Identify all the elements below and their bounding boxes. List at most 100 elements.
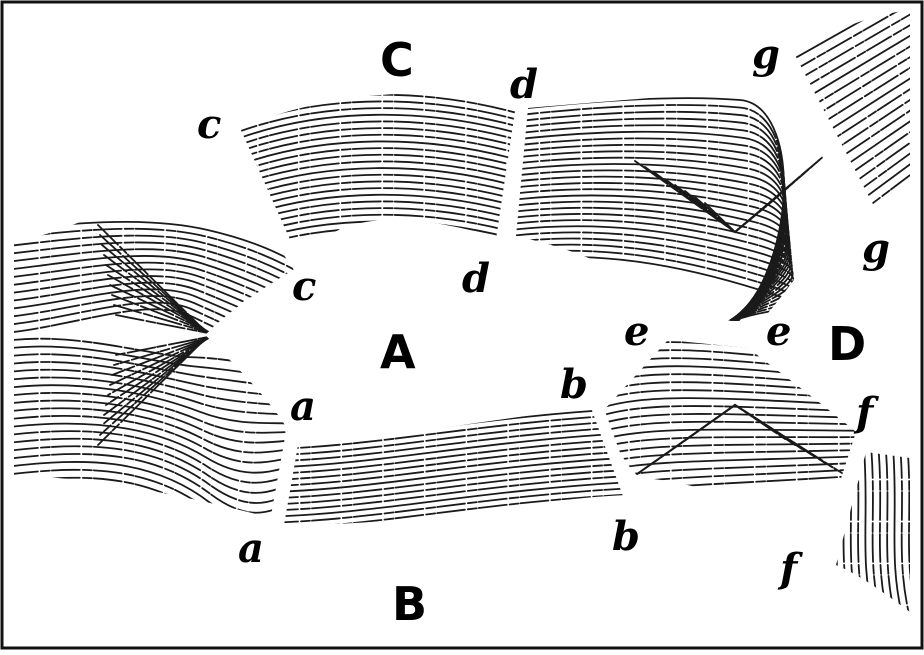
boundary-b-gap (590, 401, 636, 501)
fiber-line (240, 147, 520, 176)
boundary-a-gap (270, 430, 298, 524)
region-label-B: B (392, 577, 427, 631)
fiber-line (240, 133, 520, 163)
fiber-line (240, 167, 520, 196)
fiber-line (516, 219, 793, 322)
fiber-line (14, 468, 296, 518)
fiber-line (284, 492, 626, 525)
boundary-label-f-bottom: f (777, 545, 803, 592)
fiber-line (516, 188, 790, 322)
fiber-line (604, 442, 856, 457)
boundary-g-gap (784, 59, 876, 215)
fiber-line (14, 275, 296, 334)
fiber-line (795, 10, 910, 63)
fiber-line (795, 10, 910, 74)
fiber-line (516, 243, 796, 322)
fiber-line (516, 256, 797, 322)
boundary-c-gap (213, 144, 305, 272)
fiber-line (516, 249, 797, 322)
fiber-line (674, 403, 796, 449)
fiber-line (284, 450, 626, 487)
fiber-line (516, 169, 789, 322)
boundary-label-a-top: a (290, 383, 316, 430)
fiber-line (14, 407, 296, 454)
fiber-line (284, 480, 626, 518)
boundary-f-gap (826, 438, 866, 527)
fiber-line (240, 107, 520, 136)
fiber-line (284, 419, 626, 457)
fiber-line (516, 225, 794, 322)
fiber-line (795, 10, 910, 53)
fiber-line (604, 405, 856, 417)
boundary-label-c-bottom: c (292, 263, 316, 310)
fiber-line (284, 443, 626, 481)
fiber-line (14, 234, 296, 287)
fiber-line (284, 474, 626, 512)
fiber-line (284, 413, 626, 451)
fiber-line (240, 153, 520, 183)
fiber-line (795, 12, 910, 95)
fiber-line (624, 403, 846, 484)
lower-fiber-bundle-B (284, 408, 626, 525)
fiber-line (14, 484, 296, 518)
boundary-label-d-bottom: d (462, 255, 490, 302)
fiber-line (240, 113, 520, 143)
fiber-line (604, 428, 856, 441)
fiber-line (795, 10, 910, 42)
fiber-line (516, 182, 790, 322)
fiber-line (14, 295, 296, 358)
fiber-line (797, 33, 910, 116)
fiber-line (795, 10, 910, 84)
boundary-label-g-top: g (752, 31, 780, 78)
fiber-line (823, 159, 910, 210)
fiber-line (604, 436, 856, 449)
fiber-line (14, 392, 296, 437)
fiber-line (604, 413, 856, 425)
fiber-line (516, 237, 795, 322)
fiber-line (795, 22, 910, 105)
fiber-line (821, 148, 910, 210)
boundary-label-e-right: e (766, 308, 791, 355)
fiber-line (240, 120, 520, 150)
boundary-label-g-bottom: g (862, 225, 890, 272)
fiber-line (634, 151, 829, 234)
fiber-line (516, 200, 791, 322)
fiber-line (604, 474, 856, 496)
fiber-line (240, 140, 520, 170)
fiber-line (516, 156, 788, 322)
fiber-line (892, 452, 905, 612)
boundary-label-e-left: e (624, 308, 649, 355)
fiber-line (516, 143, 787, 322)
fiber-line (14, 476, 296, 518)
fiber-line (604, 420, 856, 433)
fiber-line (14, 399, 296, 445)
fiber-line (240, 127, 520, 156)
boundary-label-b-top: b (560, 361, 588, 408)
fiber-line (284, 468, 626, 506)
region-label-D: D (828, 317, 866, 371)
fiber-line (516, 231, 795, 322)
fiber-line (14, 281, 296, 342)
boundary-label-b-bottom: b (612, 513, 640, 560)
fiber-line (14, 301, 296, 366)
boundary-d-gap (496, 104, 528, 241)
fiber-line (899, 452, 910, 612)
far-right-upper-fiber-bundle (795, 10, 910, 210)
fiber-line (284, 431, 626, 469)
fiber-line (516, 97, 785, 322)
fiber-line (284, 462, 626, 500)
boundary-label-d-top: d (510, 61, 538, 108)
boundary-label-a-bottom: a (238, 525, 264, 572)
boundary-label-c-top: c (197, 101, 221, 148)
fiber-line (284, 456, 626, 493)
region-label-C: C (380, 33, 414, 87)
fiber-line (516, 206, 792, 322)
fiber-line (14, 227, 296, 279)
region-label-A: A (380, 325, 416, 379)
fiber-line (284, 486, 626, 524)
fiber-line (14, 384, 296, 429)
fiber-line (284, 437, 626, 475)
